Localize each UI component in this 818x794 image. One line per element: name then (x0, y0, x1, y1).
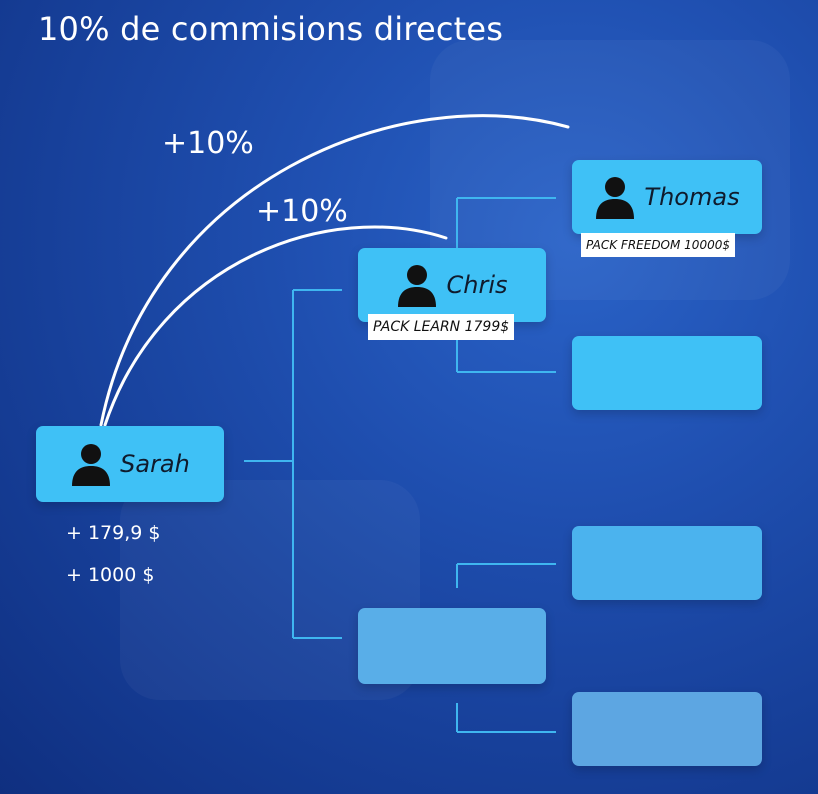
commission-arc-inner (103, 225, 448, 427)
commission-percent-outer: +10% (162, 126, 254, 161)
person-icon (594, 174, 636, 220)
pack-label: PACK LEARN 1799$ (368, 314, 515, 340)
empty-node[interactable] (572, 336, 762, 410)
empty-node[interactable] (572, 526, 762, 600)
person-icon (396, 262, 438, 308)
node-name: Chris (446, 271, 508, 299)
page-title: 10% de commisions directes (38, 10, 504, 48)
empty-node[interactable] (572, 692, 762, 766)
commission-arc-outer (99, 114, 570, 427)
earning-line: + 179,9 $ (66, 522, 161, 544)
node-name: Thomas (644, 183, 740, 211)
commission-percent-inner: +10% (256, 194, 348, 229)
earning-line: + 1000 $ (66, 564, 155, 586)
empty-node[interactable] (358, 608, 546, 684)
node-thomas[interactable]: Thomas (572, 160, 762, 234)
node-chris[interactable]: Chris (358, 248, 546, 322)
node-sarah[interactable]: Sarah (36, 426, 224, 502)
person-icon (70, 441, 112, 487)
node-name: Sarah (120, 450, 190, 478)
pack-label: PACK FREEDOM 10000$ (581, 233, 735, 257)
